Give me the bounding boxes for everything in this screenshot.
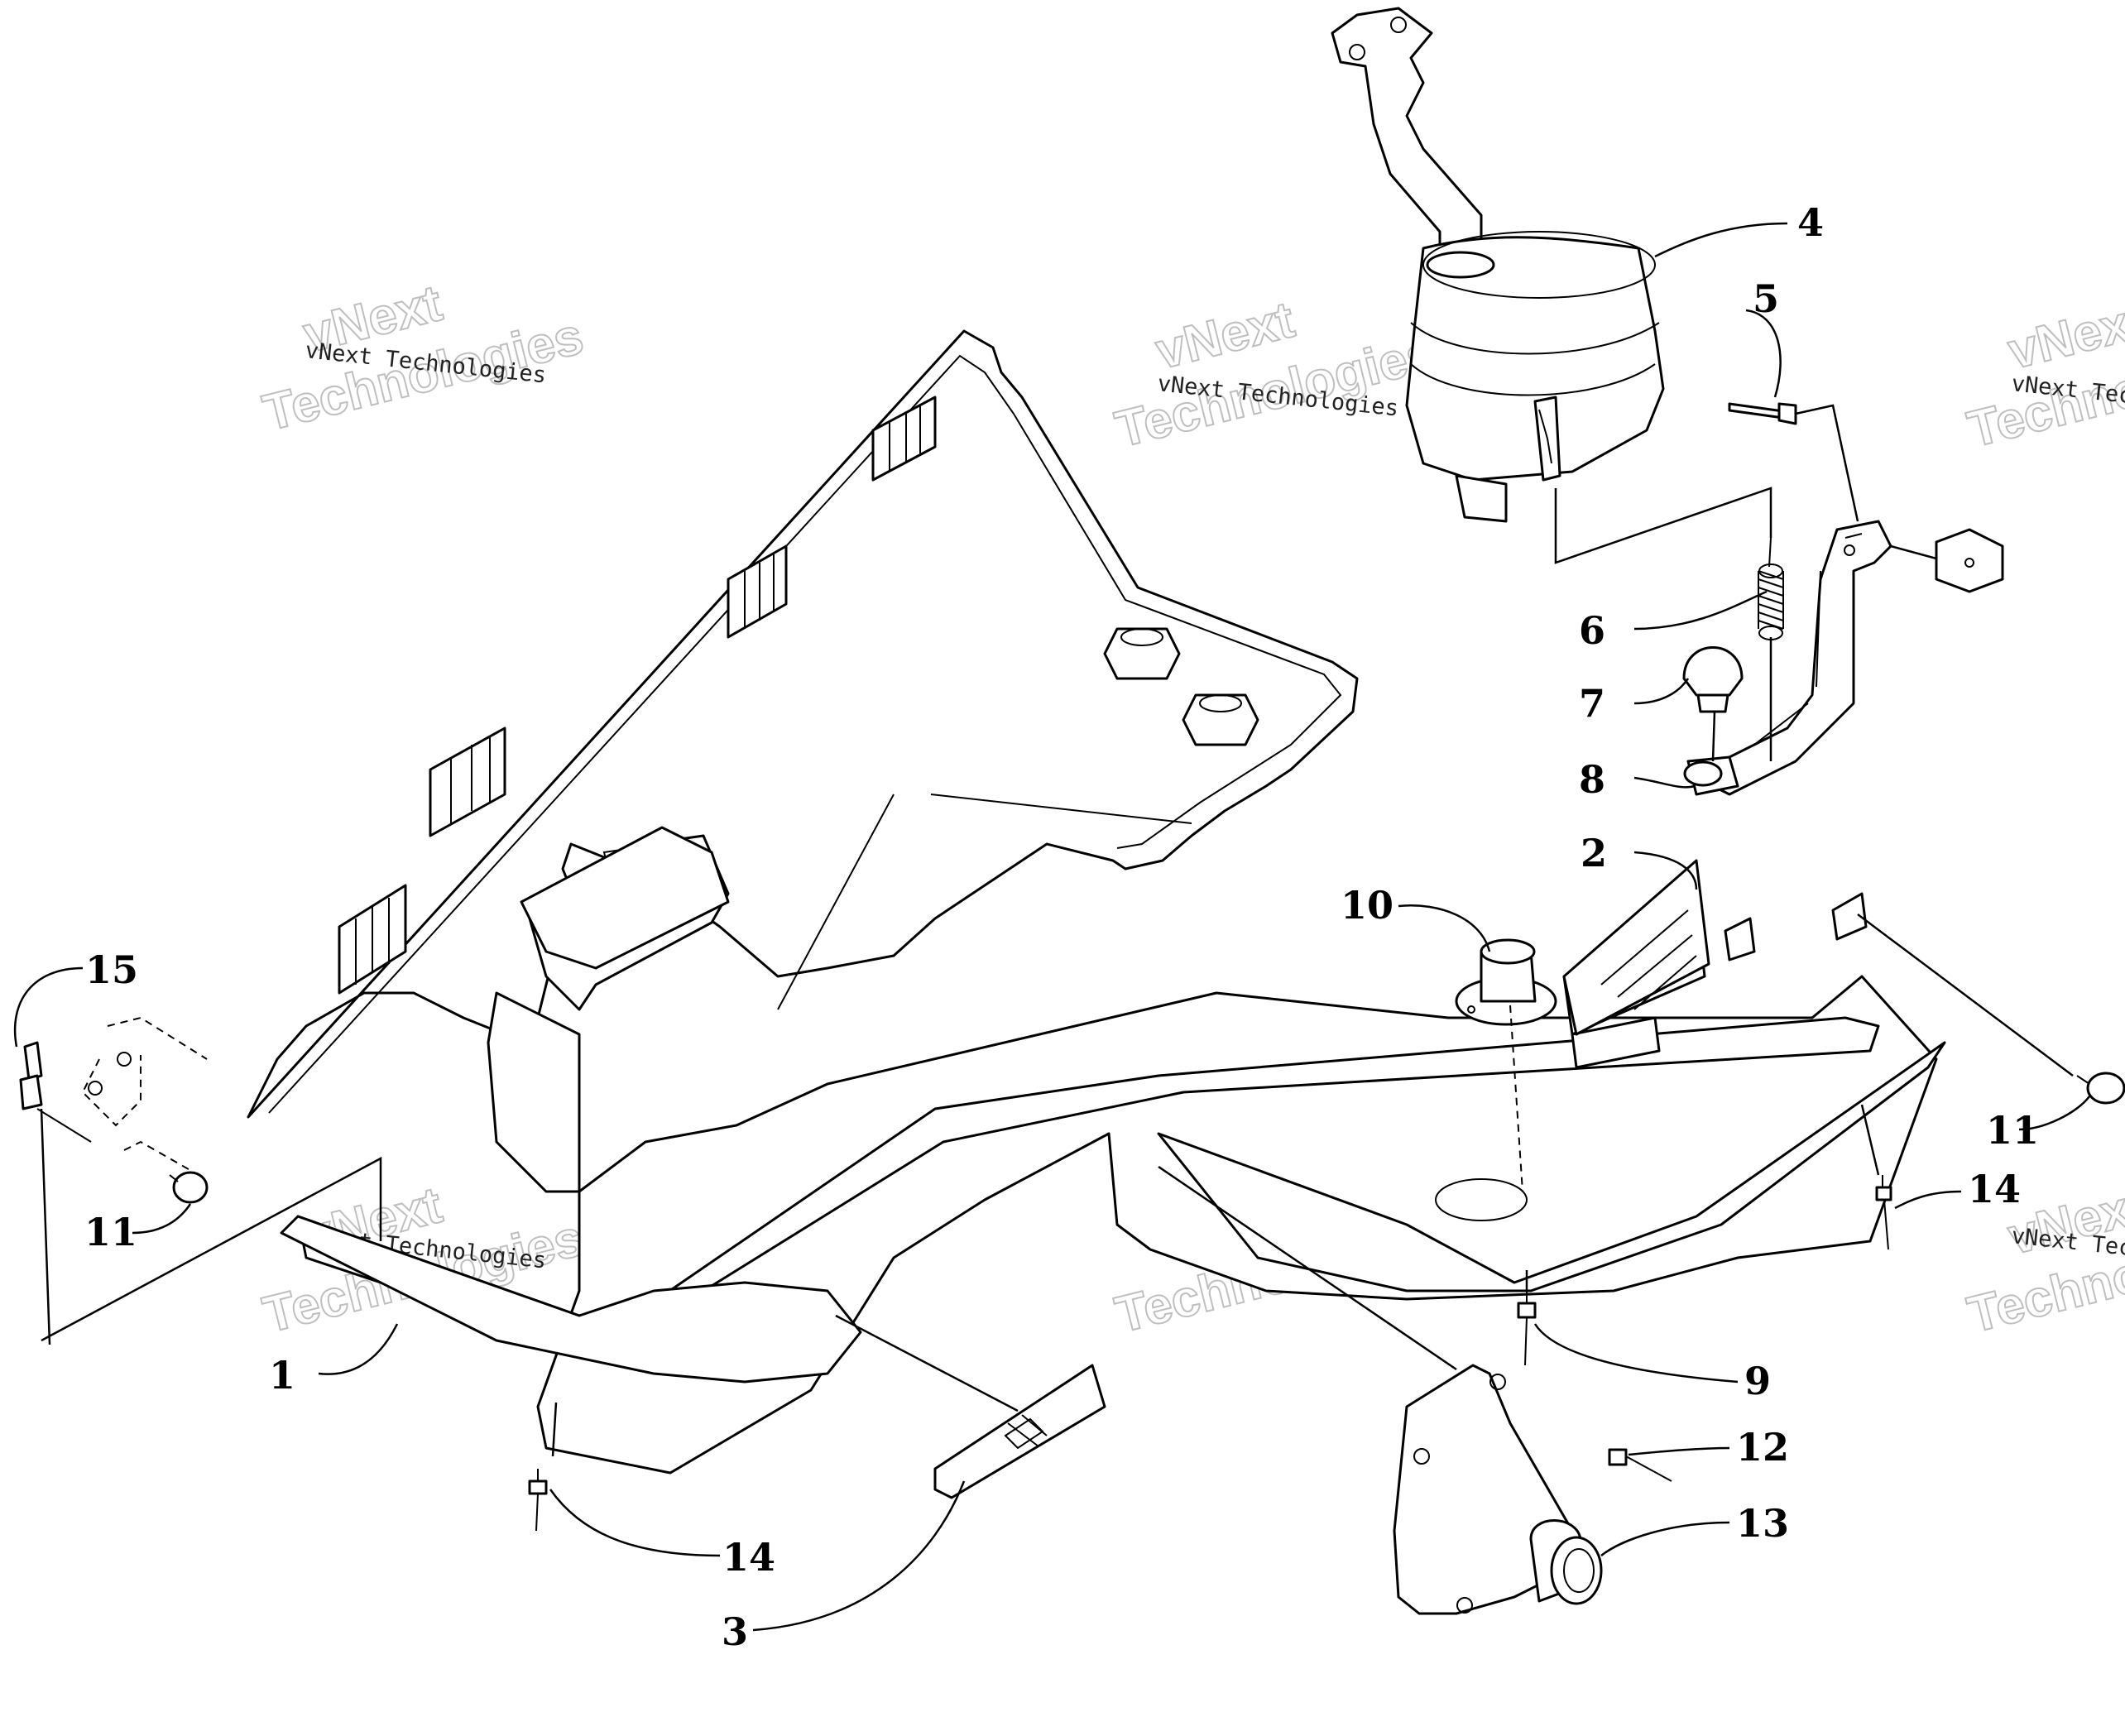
callout-7: 7 xyxy=(1579,681,1605,726)
muffler-hanger xyxy=(1682,402,2004,796)
callout-14-left: 14 xyxy=(722,1535,775,1580)
callout-8: 8 xyxy=(1579,757,1605,802)
bolt xyxy=(1728,402,1797,425)
side-decal xyxy=(1562,859,1710,1036)
rivet xyxy=(528,1469,548,1532)
floor-plate xyxy=(933,1364,1106,1499)
callout-2: 2 xyxy=(1581,831,1607,875)
callout-3: 3 xyxy=(722,1609,748,1654)
exhaust-spring xyxy=(1758,537,1784,640)
rivet xyxy=(1875,1175,1892,1250)
mounting-bracket xyxy=(19,1016,208,1176)
rivet xyxy=(1517,1291,1537,1366)
callout-12: 12 xyxy=(1736,1425,1789,1470)
exhaust-cap xyxy=(1455,938,1557,1026)
rivet xyxy=(1608,1448,1672,1482)
rubber-damper xyxy=(1682,646,1744,713)
latch-post xyxy=(1103,627,1181,680)
callout-5: 5 xyxy=(1753,276,1779,321)
callout-4: 4 xyxy=(1797,200,1824,245)
leader-lines xyxy=(13,222,2090,1632)
callout-labels: 1 2 3 4 5 6 7 8 9 10 11 11 12 13 14 14 1… xyxy=(84,200,2039,1654)
latch-post xyxy=(1182,693,1259,746)
callout-6: 6 xyxy=(1579,608,1605,653)
muffler xyxy=(1331,7,1665,523)
callout-14-right: 14 xyxy=(1968,1167,2021,1211)
callout-11-left: 11 xyxy=(84,1210,137,1254)
callout-15: 15 xyxy=(85,947,138,992)
push-pin xyxy=(2076,1072,2125,1105)
callout-1: 1 xyxy=(269,1353,295,1398)
callout-10: 10 xyxy=(1341,883,1393,928)
callout-9: 9 xyxy=(1744,1359,1771,1403)
heat-shield xyxy=(1393,1364,1603,1615)
push-pin xyxy=(169,1171,209,1204)
callout-13: 13 xyxy=(1736,1501,1789,1546)
callout-11-right: 11 xyxy=(1986,1108,2039,1153)
